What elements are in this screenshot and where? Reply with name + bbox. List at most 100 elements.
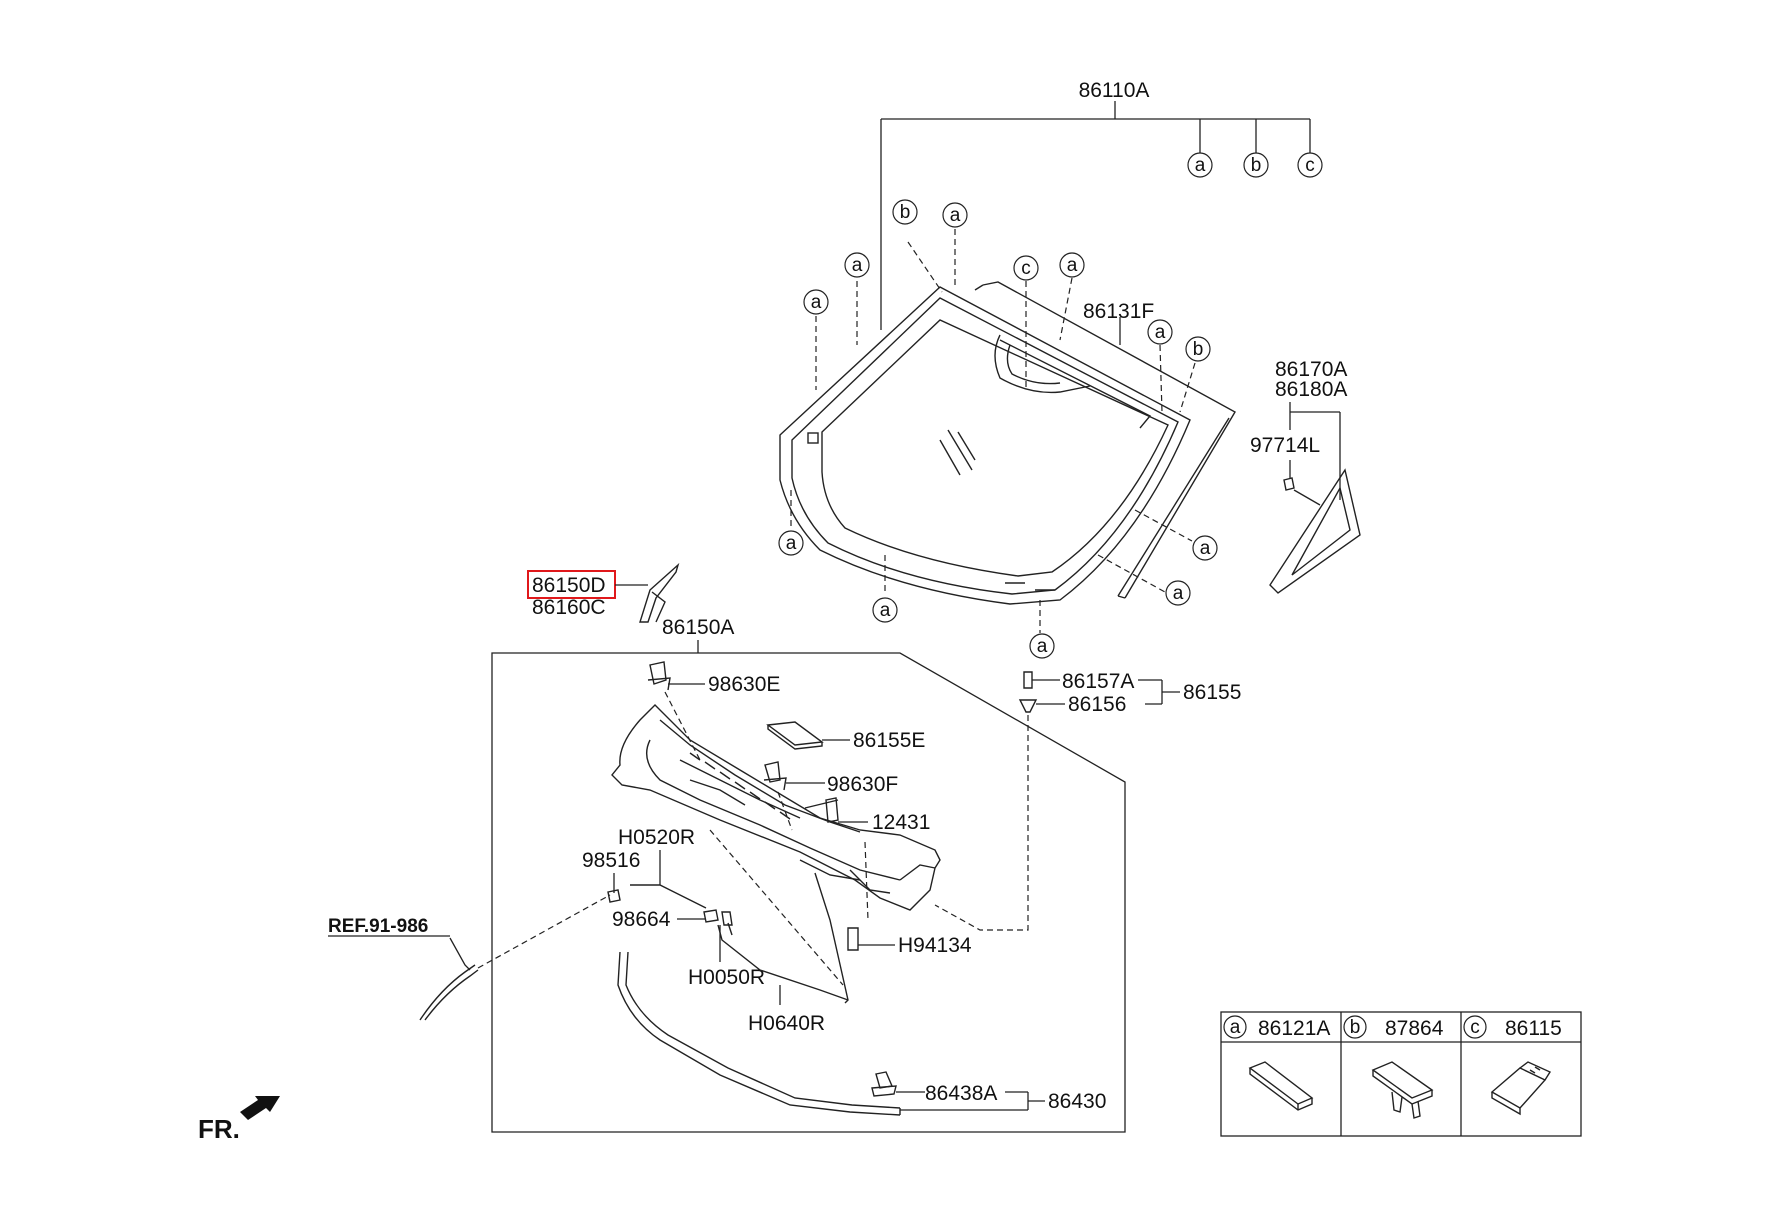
- legend-callout-a: a: [1223, 1015, 1247, 1039]
- svg-text:b: b: [1193, 339, 1204, 360]
- svg-text:a: a: [786, 533, 797, 554]
- label-86438a[interactable]: 86438A: [925, 1082, 997, 1105]
- label-h0520r[interactable]: H0520R: [618, 826, 695, 849]
- windshield-callout-leaders: [790, 229, 1196, 633]
- callout-b-top[interactable]: b: [1243, 152, 1269, 178]
- quarter-glass[interactable]: [1269, 468, 1361, 594]
- callout-a-10[interactable]: a: [1165, 580, 1191, 606]
- svg-text:b: b: [1251, 155, 1262, 176]
- cowl-panel[interactable]: [611, 704, 941, 911]
- callout-a-top[interactable]: a: [1187, 152, 1213, 178]
- label-98630e[interactable]: 98630E: [708, 673, 780, 696]
- legend-b-part[interactable]: 87864: [1385, 1017, 1444, 1040]
- label-h0640r[interactable]: H0640R: [748, 1012, 825, 1035]
- cowl-seal[interactable]: [766, 721, 824, 750]
- bracket-86155: [1138, 679, 1180, 705]
- ref-harness[interactable]: [419, 964, 479, 1021]
- svg-text:a: a: [880, 600, 891, 621]
- cowl-lower-seal[interactable]: [617, 951, 901, 1116]
- svg-text:b: b: [900, 202, 911, 223]
- svg-text:a: a: [1230, 1017, 1241, 1038]
- legend-b-icon[interactable]: [1371, 1061, 1434, 1119]
- label-86430[interactable]: 86430: [1048, 1090, 1106, 1113]
- label-86156[interactable]: 86156: [1068, 693, 1126, 716]
- callout-b-2[interactable]: b: [1185, 336, 1211, 362]
- hose-h0520r[interactable]: [630, 884, 707, 909]
- callout-a-7[interactable]: a: [872, 597, 898, 623]
- dash-ref: [477, 894, 611, 969]
- svg-text:a: a: [1195, 155, 1206, 176]
- label-ref-91-986[interactable]: REF.91-986: [328, 916, 428, 937]
- callout-a-5[interactable]: a: [1147, 319, 1173, 345]
- bolt-h94134[interactable]: [847, 927, 859, 951]
- hose-h0640r[interactable]: [814, 872, 849, 1004]
- dash-h0640r: [709, 829, 844, 986]
- callout-a-3[interactable]: a: [803, 289, 829, 315]
- label-86110a[interactable]: 86110A: [1079, 79, 1150, 102]
- callout-a-1[interactable]: a: [942, 202, 968, 228]
- label-12431[interactable]: 12431: [872, 811, 930, 834]
- front-arrow-icon: [240, 1096, 280, 1120]
- label-98630f[interactable]: 98630F: [827, 773, 898, 796]
- connector-98664[interactable]: [703, 909, 733, 926]
- svg-text:c: c: [1470, 1017, 1480, 1038]
- svg-text:a: a: [852, 255, 863, 276]
- legend-table: [1220, 1011, 1582, 1137]
- legend-callout-b: b: [1343, 1015, 1367, 1039]
- svg-text:c: c: [1021, 258, 1031, 279]
- dash-98630e: [664, 691, 701, 761]
- cowl-clip-f[interactable]: [763, 761, 787, 791]
- label-h94134[interactable]: H94134: [898, 934, 972, 957]
- label-86155[interactable]: 86155: [1183, 681, 1241, 704]
- label-86170a[interactable]: 86170A: [1275, 358, 1347, 381]
- hose-h0050r[interactable]: [717, 922, 849, 1001]
- cowl-clip-e[interactable]: [647, 661, 671, 691]
- dash-h94134: [864, 841, 869, 921]
- label-h0050r[interactable]: H0050R: [688, 966, 765, 989]
- label-86180a[interactable]: 86180A: [1275, 378, 1347, 401]
- svg-text:a: a: [1037, 636, 1048, 657]
- legend-a-icon[interactable]: [1248, 1061, 1314, 1111]
- windshield-molding[interactable]: [974, 281, 1236, 599]
- callout-a-6[interactable]: a: [778, 530, 804, 556]
- nozzle-98516[interactable]: [607, 889, 621, 903]
- stopper-86156[interactable]: [1018, 699, 1038, 713]
- dash-86156: [934, 715, 1029, 931]
- windshield-glass[interactable]: [779, 286, 1191, 605]
- bracket-86430: [900, 1091, 1045, 1111]
- label-86131f[interactable]: 86131F: [1083, 300, 1154, 323]
- group-box-cowl: [491, 652, 1126, 1133]
- callout-a-2[interactable]: a: [844, 252, 870, 278]
- label-86160c[interactable]: 86160C: [532, 596, 606, 619]
- label-98516[interactable]: 98516: [582, 849, 640, 872]
- garnish-part[interactable]: [639, 562, 680, 623]
- svg-text:a: a: [1067, 255, 1078, 276]
- callout-b-1[interactable]: b: [892, 199, 918, 225]
- label-86155e[interactable]: 86155E: [853, 729, 925, 752]
- quarter-clip[interactable]: [1283, 477, 1295, 491]
- callout-a-9[interactable]: a: [1192, 535, 1218, 561]
- callout-c-1[interactable]: c: [1013, 255, 1039, 281]
- legend-c-part[interactable]: 86115: [1505, 1017, 1562, 1040]
- label-86157a[interactable]: 86157A: [1062, 670, 1134, 693]
- callout-a-8[interactable]: a: [1029, 633, 1055, 659]
- screw-12431[interactable]: [825, 797, 839, 823]
- legend-a-part[interactable]: 86121A: [1258, 1017, 1330, 1040]
- callout-c-top[interactable]: c: [1297, 152, 1323, 178]
- svg-text:a: a: [950, 205, 961, 226]
- label-86150d[interactable]: 86150D: [532, 574, 606, 597]
- seal-clip-86438a[interactable]: [871, 1071, 897, 1097]
- leader-ref: [449, 937, 471, 971]
- stopper-86157a[interactable]: [1023, 671, 1033, 689]
- label-front[interactable]: FR.: [198, 1114, 240, 1144]
- svg-text:a: a: [1200, 538, 1211, 559]
- label-97714l[interactable]: 97714L: [1250, 434, 1320, 457]
- label-86150a[interactable]: 86150A: [662, 616, 734, 639]
- leader-12431-b: [804, 799, 839, 809]
- legend-c-icon[interactable]: [1490, 1061, 1552, 1116]
- label-98664[interactable]: 98664: [612, 908, 671, 931]
- svg-text:c: c: [1305, 155, 1315, 176]
- svg-text:b: b: [1350, 1017, 1361, 1038]
- callout-a-4[interactable]: a: [1059, 252, 1085, 278]
